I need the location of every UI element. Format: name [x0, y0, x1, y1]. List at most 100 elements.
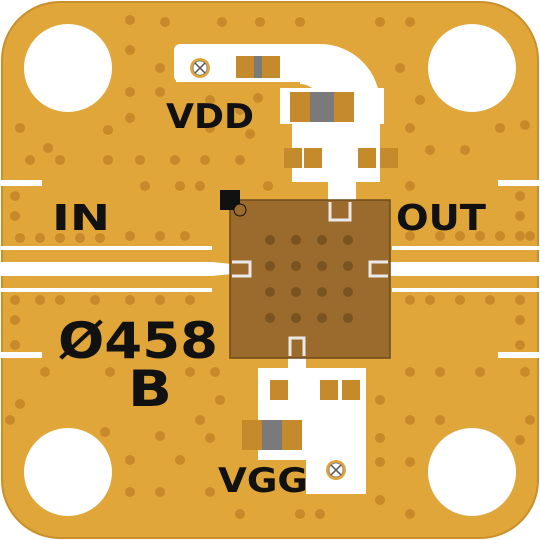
- via-dot: [405, 457, 415, 467]
- resistor-pad: [236, 56, 254, 78]
- input-label: IN: [52, 198, 110, 239]
- via-dot: [125, 45, 135, 55]
- via-dot: [255, 17, 265, 27]
- chip-via-dot: [343, 235, 353, 245]
- ground-strip: [0, 246, 212, 250]
- chip-via-dot: [343, 313, 353, 323]
- chip-via-dot: [317, 313, 327, 323]
- via-dot: [405, 509, 415, 519]
- via-dot: [405, 231, 415, 241]
- via-dot: [205, 123, 215, 133]
- via-dot: [180, 231, 190, 241]
- pin1-dot: [233, 203, 247, 217]
- via-dot: [205, 95, 215, 105]
- via-dot: [90, 295, 100, 305]
- rf-input-taper: [212, 262, 232, 276]
- via-dot: [155, 63, 165, 73]
- via-dot: [25, 155, 35, 165]
- via-dot: [515, 191, 525, 201]
- via-dot: [35, 233, 45, 243]
- via-dot: [425, 145, 435, 155]
- via-dot: [455, 231, 465, 241]
- via-dot: [200, 155, 210, 165]
- chip-via-dot: [343, 261, 353, 271]
- edge-cutout: [498, 352, 540, 358]
- pin1-marker-icon: [220, 190, 240, 210]
- test-point-icon: [190, 58, 210, 78]
- via-dot: [405, 367, 415, 377]
- via-dot: [195, 181, 205, 191]
- via-dot: [525, 231, 535, 241]
- via-dot: [210, 367, 220, 377]
- circle-hole-icon: [24, 428, 112, 516]
- via-dot: [175, 455, 185, 465]
- via-dot: [10, 191, 20, 201]
- via-field: [5, 15, 535, 519]
- edge-cutout: [0, 180, 42, 186]
- via-dot: [460, 145, 470, 155]
- via-dot: [55, 155, 65, 165]
- via-dot: [415, 95, 425, 105]
- resistor-body: [254, 56, 262, 78]
- via-dot: [155, 487, 165, 497]
- revision-label: B: [128, 360, 172, 418]
- via-dot: [515, 231, 525, 241]
- capacitor-pad: [304, 148, 322, 168]
- chip-via-dot: [265, 287, 275, 297]
- circle-hole-icon: [24, 24, 112, 112]
- via-dot: [100, 427, 110, 437]
- via-dot: [215, 395, 225, 405]
- via-dot: [217, 17, 227, 27]
- via-dot: [185, 367, 195, 377]
- via-dot: [495, 123, 505, 133]
- via-dot: [405, 123, 415, 133]
- via-dot: [515, 295, 525, 305]
- via-dot: [495, 231, 505, 241]
- capacitor-pad: [282, 420, 302, 450]
- via-dot: [10, 340, 20, 350]
- via-dot: [205, 487, 215, 497]
- ground-strip: [392, 288, 540, 292]
- via-dot: [405, 181, 415, 191]
- via-dot: [315, 509, 325, 519]
- rf-output-line: [388, 262, 540, 276]
- capacitor-body: [310, 92, 334, 122]
- via-dot: [295, 509, 305, 519]
- via-dot: [170, 155, 180, 165]
- via-dot: [263, 181, 273, 191]
- via-dot: [103, 125, 113, 135]
- rf-lines: [0, 180, 540, 358]
- via-dot: [10, 315, 20, 325]
- via-dot: [405, 295, 415, 305]
- via-dot: [40, 367, 50, 377]
- via-dot: [10, 211, 20, 221]
- via-dot: [375, 17, 385, 27]
- capacitor-pad: [358, 148, 376, 168]
- chip-via-dot: [317, 287, 327, 297]
- via-dot: [185, 295, 195, 305]
- via-dot: [253, 93, 263, 103]
- rf-input-line: [0, 262, 212, 276]
- via-dot: [235, 509, 245, 519]
- components: [236, 56, 398, 450]
- capacitor-pad: [380, 148, 398, 168]
- via-dot: [5, 415, 15, 425]
- via-dot: [475, 231, 485, 241]
- capacitor-pad: [290, 92, 310, 122]
- capacitor-body: [262, 420, 282, 450]
- via-dot: [125, 231, 135, 241]
- via-dot: [205, 433, 215, 443]
- ground-strip: [0, 288, 212, 292]
- via-dot: [520, 367, 530, 377]
- via-dot: [15, 399, 25, 409]
- mounting-holes: [24, 24, 516, 516]
- via-dot: [520, 120, 530, 130]
- via-dot: [103, 155, 113, 165]
- via-dot: [235, 105, 245, 115]
- via-dot: [160, 17, 170, 27]
- via-dot: [235, 155, 245, 165]
- ground-strip: [392, 246, 540, 250]
- via-dot: [195, 415, 205, 425]
- output-label: OUT: [396, 198, 486, 239]
- via-dot: [135, 155, 145, 165]
